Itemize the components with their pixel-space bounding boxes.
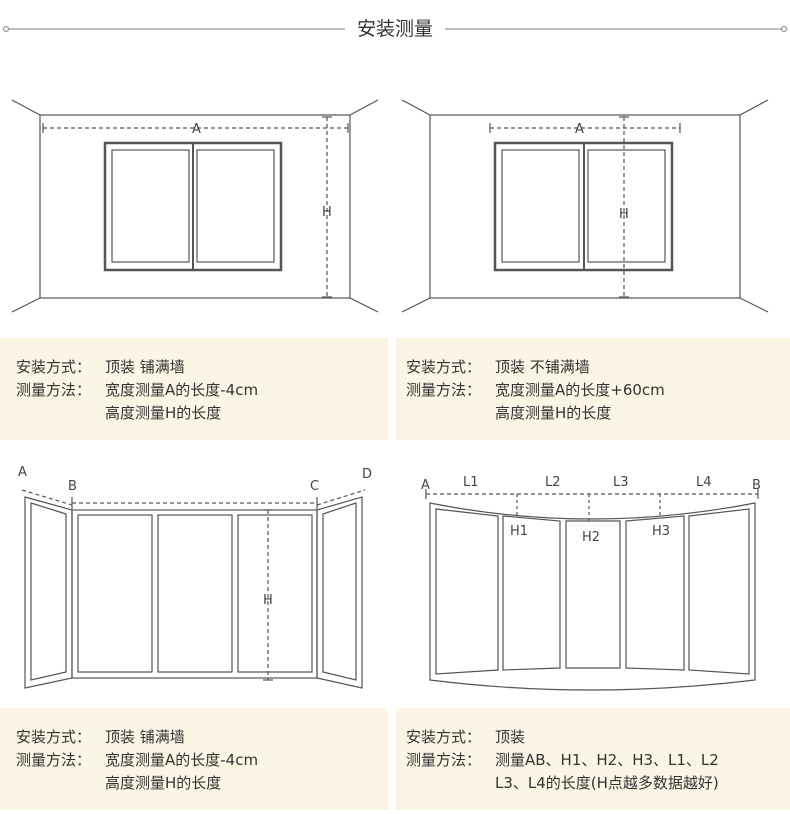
measure-line: 高度测量H的长度	[105, 774, 222, 792]
measure-line: 宽度测量A的长度+60cm	[495, 381, 665, 399]
measure-line: 宽度测量A的长度-4cm	[105, 381, 259, 399]
label-h1: H1	[510, 524, 528, 539]
label-a: A	[421, 478, 430, 493]
label-l3: L3	[613, 475, 629, 490]
measure-label: 测量方法：	[16, 751, 92, 769]
label-h: H	[263, 593, 273, 608]
label-c: C	[310, 479, 319, 494]
diagram-full-wall	[11, 99, 379, 313]
label-l2: L2	[545, 475, 561, 490]
page-title-text: 安装测量	[344, 18, 445, 40]
measure-line: 宽度测量A的长度-4cm	[105, 751, 259, 769]
page-title: 安装测量	[0, 14, 790, 41]
info-box-2: 安装方式： 顶装 不铺满墙 测量方法： 宽度测量A的长度+60cm 高度测量H的长度	[396, 338, 790, 440]
label-a: A	[192, 122, 201, 137]
measure-label: 测量方法：	[406, 381, 482, 399]
install-value: 顶装 铺满墙	[105, 358, 185, 376]
install-label: 安装方式：	[16, 728, 92, 746]
install-value: 顶装	[495, 728, 526, 746]
install-value: 顶装 不铺满墙	[495, 358, 590, 376]
measure-line: L3、L4的长度(H点越多数据越好)	[495, 774, 719, 792]
diagram-curved-window	[425, 489, 759, 691]
diagram-partial-wall	[401, 99, 769, 313]
label-l4: L4	[696, 475, 712, 490]
label-b: B	[68, 479, 77, 494]
label-d: D	[362, 467, 372, 482]
label-h: H	[619, 207, 629, 222]
label-a: A	[18, 465, 27, 480]
label-l1: L1	[463, 475, 479, 490]
label-h2: H2	[582, 530, 600, 545]
window	[493, 141, 674, 272]
label-h: H	[322, 205, 332, 220]
window	[103, 141, 283, 272]
install-label: 安装方式：	[406, 358, 482, 376]
diagram-bay-window	[21, 489, 366, 689]
install-label: 安装方式：	[16, 358, 92, 376]
info-box-4: 安装方式： 顶装 测量方法： 测量AB、H1、H2、H3、L1、L2 L3、L4的长…	[396, 708, 790, 810]
install-value: 顶装 铺满墙	[105, 728, 185, 746]
label-h3: H3	[652, 524, 670, 539]
label-b: B	[752, 478, 761, 493]
info-box-3: 安装方式： 顶装 铺满墙 测量方法： 宽度测量A的长度-4cm 高度测量H的长度	[0, 708, 388, 810]
label-a: A	[575, 122, 584, 137]
measure-line: 高度测量H的长度	[495, 404, 612, 422]
install-label: 安装方式：	[406, 728, 482, 746]
measure-label: 测量方法：	[16, 381, 92, 399]
measure-label: 测量方法：	[406, 751, 482, 769]
info-box-1: 安装方式： 顶装 铺满墙 测量方法： 宽度测量A的长度-4cm 高度测量H的长度	[0, 338, 388, 440]
measure-line: 测量AB、H1、H2、H3、L1、L2	[495, 751, 719, 769]
measure-line: 高度测量H的长度	[105, 404, 222, 422]
